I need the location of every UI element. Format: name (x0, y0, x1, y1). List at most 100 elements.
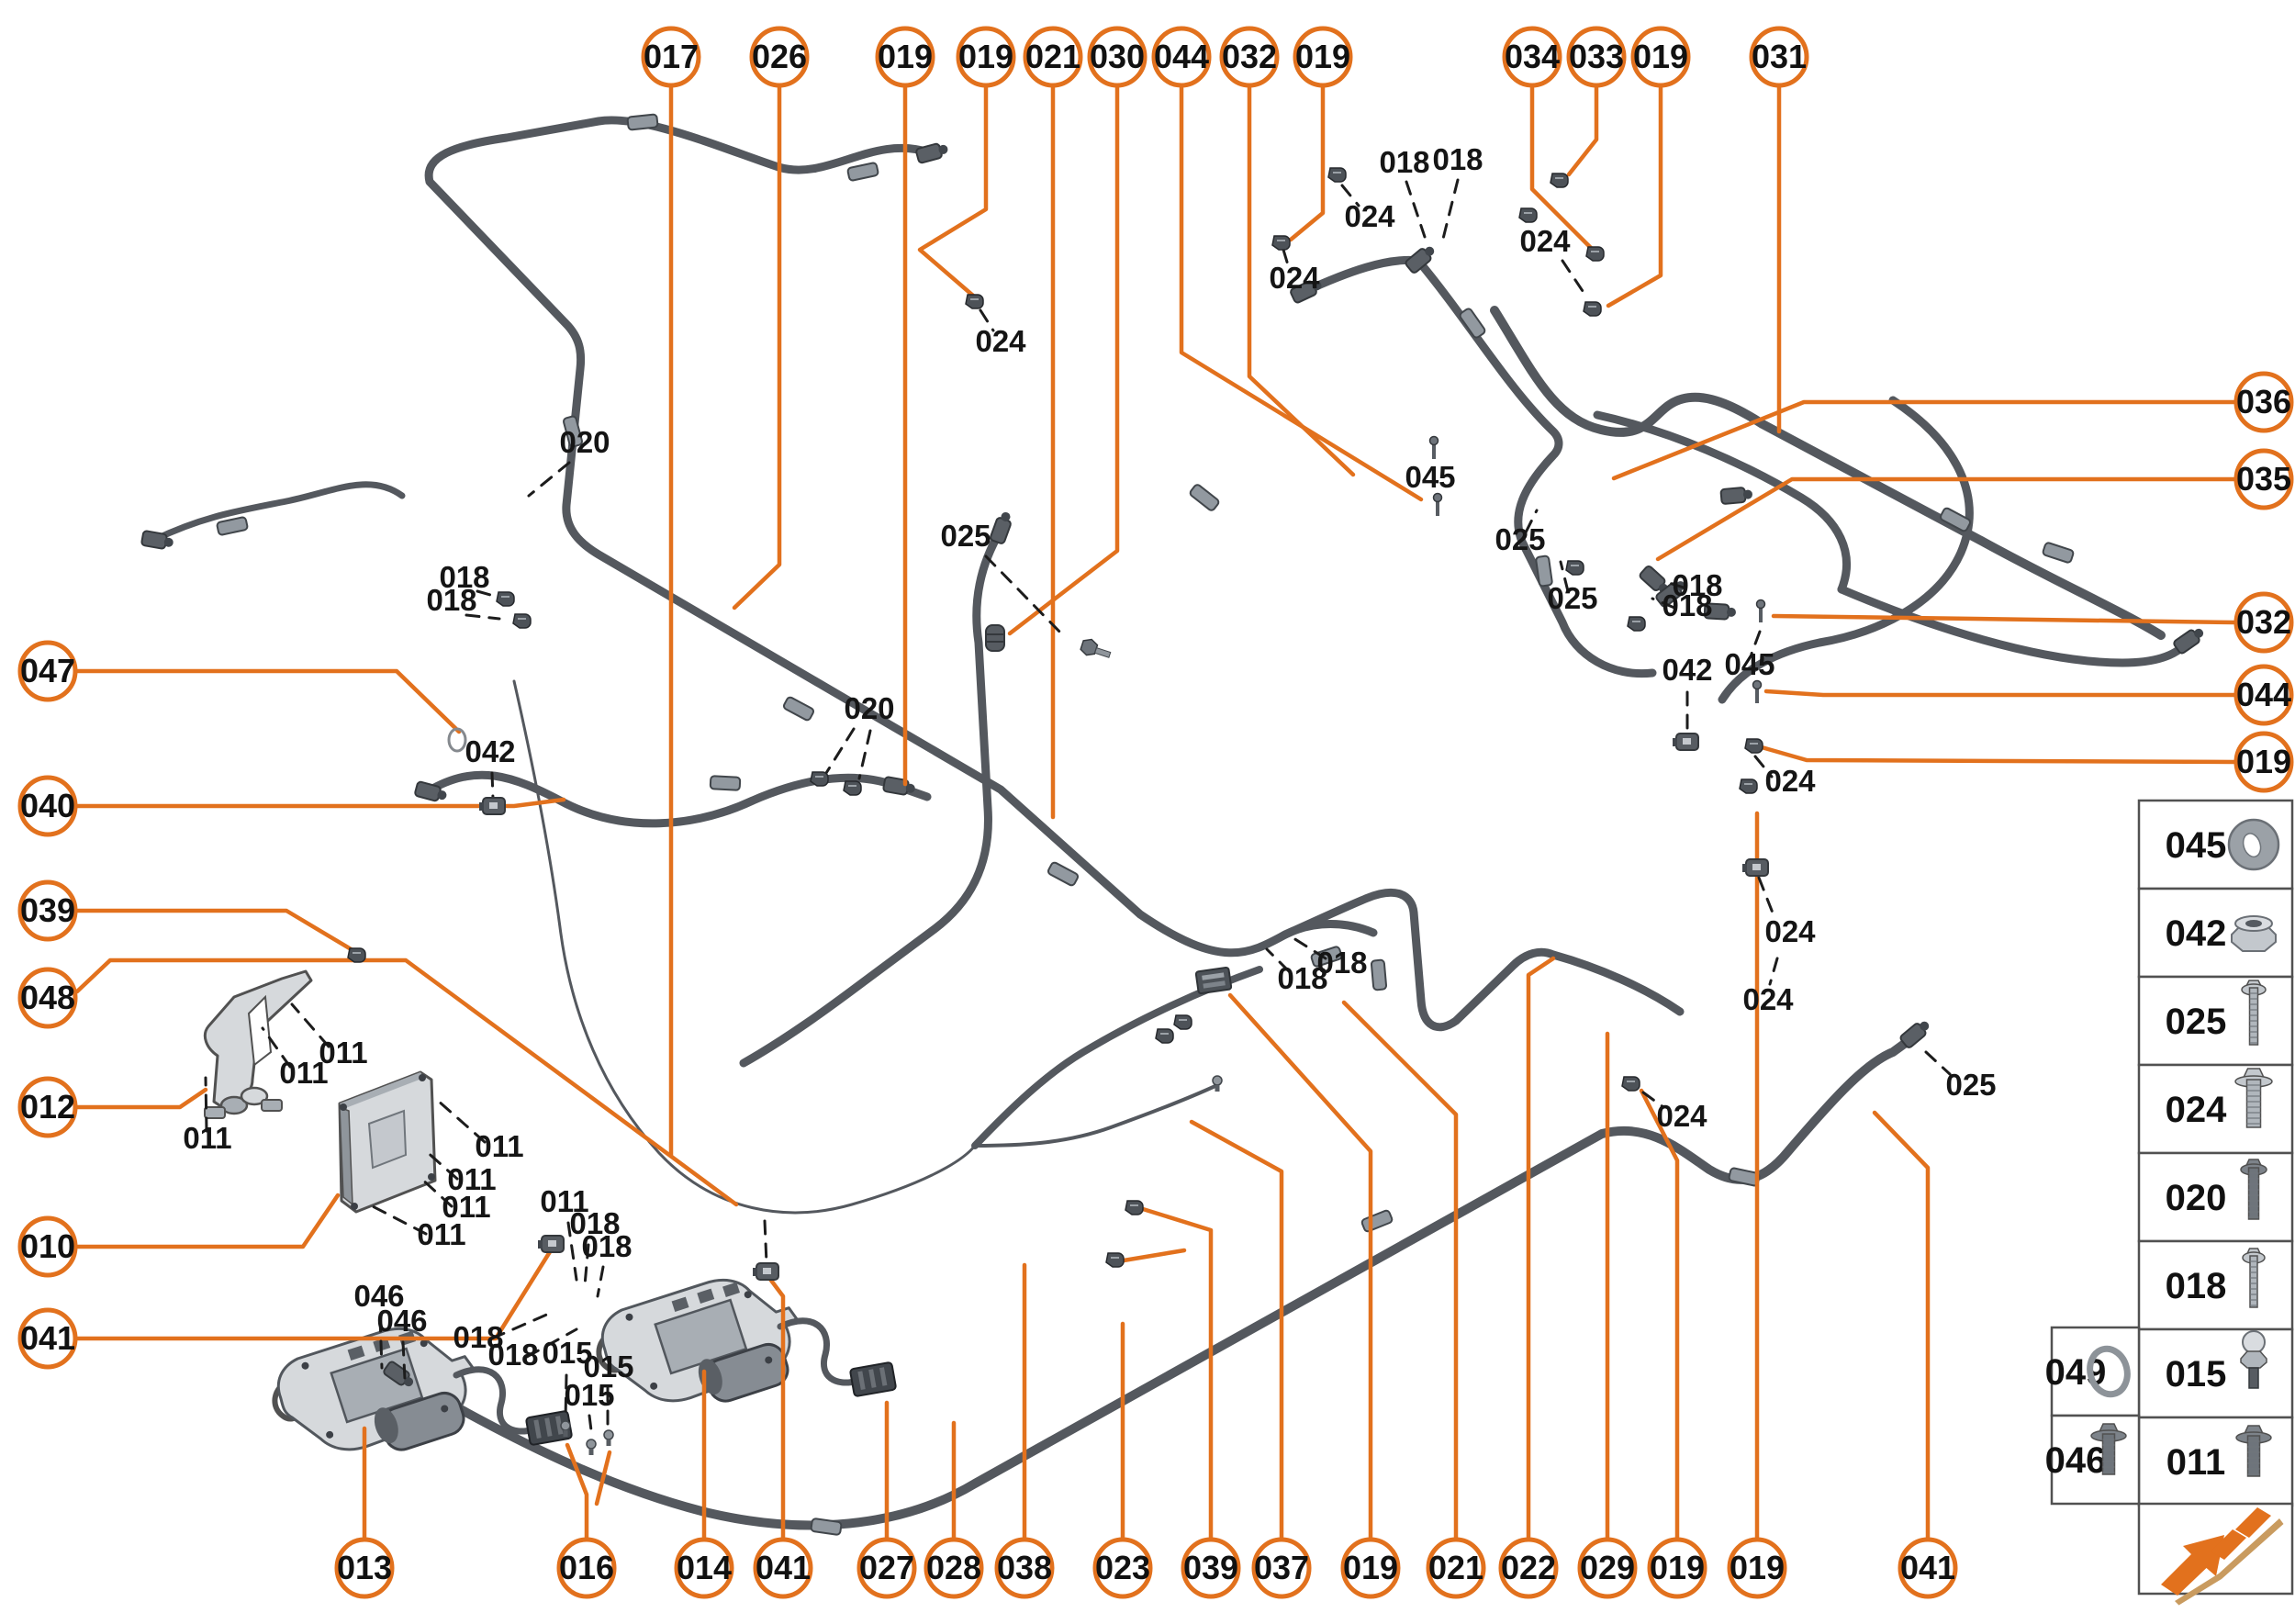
tube-clamp (753, 1262, 779, 1281)
callout-badge-048[interactable]: 048 (17, 967, 78, 1029)
callout-badge-017[interactable]: 017 (641, 26, 701, 88)
callout-number: 010 (20, 1227, 75, 1265)
callout-badge-039[interactable]: 039 (17, 879, 78, 942)
callout-badge-030[interactable]: 030 (1087, 26, 1148, 88)
tube-clip (1739, 778, 1758, 794)
part-number-label: 011 (279, 1056, 328, 1090)
flange_nut-icon (2231, 915, 2277, 952)
pointer-dash-line (378, 1316, 384, 1370)
callout-badge-041[interactable]: 041 (17, 1307, 78, 1370)
legend-row-015[interactable]: 015 (2137, 1327, 2294, 1419)
callout-badge-019[interactable]: 019 (875, 26, 935, 88)
callout-badge-041[interactable]: 041 (1898, 1537, 1958, 1599)
callout-badge-034[interactable]: 034 (1502, 26, 1562, 88)
callout-leader-line (1771, 613, 2237, 625)
pin-fastener (1752, 679, 1763, 703)
callout-badge-013[interactable]: 013 (334, 1537, 395, 1599)
callout-leader-line (1872, 1110, 1931, 1542)
callout-badge-044[interactable]: 044 (1151, 26, 1212, 88)
callout-badge-032[interactable]: 032 (2233, 591, 2294, 654)
pointer-dash-line (763, 1219, 768, 1265)
part-number-label: 024 (1656, 1099, 1707, 1133)
callout-badge-041[interactable]: 041 (753, 1537, 813, 1599)
tube-union-sleeve (1189, 484, 1220, 511)
bolt_stub-icon (2235, 1425, 2272, 1477)
callout-badge-027[interactable]: 027 (856, 1537, 917, 1599)
callout-badge-035[interactable]: 035 (2233, 448, 2294, 510)
callout-badge-031[interactable]: 031 (1749, 26, 1809, 88)
part-number-label: 011 (540, 1184, 588, 1218)
callout-leader-line (1288, 84, 1326, 242)
tube-clip (1550, 173, 1569, 188)
callout-badge-039[interactable]: 039 (1181, 1537, 1241, 1599)
callout-badge-028[interactable]: 028 (924, 1537, 984, 1599)
legend-row-042[interactable]: 042 (2137, 887, 2294, 979)
legend-row-025[interactable]: 025 (2137, 975, 2294, 1067)
tube-clip (1105, 1252, 1125, 1268)
tube-union-sleeve (810, 1518, 843, 1536)
pump-part-2 (596, 1278, 897, 1403)
callout-badge-036[interactable]: 036 (2233, 371, 2294, 433)
callout-leader-line (1606, 84, 1663, 308)
callout-badge-019[interactable]: 019 (1340, 1537, 1401, 1599)
callout-leader-line (74, 1087, 208, 1110)
pointer-dash-line (204, 1076, 208, 1133)
legend-part-number: 011 (2166, 1442, 2226, 1483)
legend-row-020[interactable]: 020 (2137, 1151, 2294, 1243)
pointer-dash-line (525, 1327, 578, 1359)
legend-row-049[interactable]: 049 (2045, 1326, 2141, 1417)
callout-leader-line (74, 1193, 341, 1249)
callout-number: 026 (752, 38, 807, 75)
callout-badge-047[interactable]: 047 (17, 640, 78, 702)
callout-leader-line (74, 958, 739, 1207)
callout-badge-033[interactable]: 033 (1566, 26, 1627, 88)
callout-badge-026[interactable]: 026 (749, 26, 810, 88)
callout-badge-029[interactable]: 029 (1577, 1537, 1638, 1599)
callout-badge-019[interactable]: 019 (1293, 26, 1353, 88)
callout-badge-040[interactable]: 040 (17, 775, 78, 837)
callout-badge-012[interactable]: 012 (17, 1076, 78, 1138)
callout-number: 019 (878, 38, 933, 75)
callout-number: 035 (2236, 460, 2291, 498)
legend-row-046[interactable]: 046 (2045, 1414, 2141, 1506)
callout-badge-023[interactable]: 023 (1092, 1537, 1153, 1599)
callout-leader-line (1529, 84, 1595, 252)
part-number-label: 018 (1432, 142, 1483, 176)
callout-badge-044[interactable]: 044 (2233, 664, 2294, 726)
next-page-arrows-icon[interactable] (2137, 1502, 2294, 1606)
callout-badge-019[interactable]: 019 (2233, 731, 2294, 793)
callout-badge-019[interactable]: 019 (956, 26, 1016, 88)
callout-badge-021[interactable]: 021 (1023, 26, 1083, 88)
tube-clamp (479, 797, 506, 815)
callout-leader-line (74, 668, 462, 734)
callout-badge-019[interactable]: 019 (1647, 1537, 1707, 1599)
callout-number: 030 (1090, 38, 1145, 75)
callout-leader-line (565, 1442, 589, 1542)
tube-end-fitting (383, 1361, 414, 1387)
bolt_flange-icon (2234, 1068, 2273, 1128)
pointer-dash-line (261, 1026, 292, 1069)
callout-number: 033 (1569, 38, 1624, 75)
callout-number: 041 (20, 1319, 75, 1357)
legend-row-045[interactable]: 045 (2137, 799, 2294, 890)
legend-row-018[interactable]: 018 (2137, 1239, 2294, 1331)
callout-badge-016[interactable]: 016 (556, 1537, 617, 1599)
callout-badge-038[interactable]: 038 (994, 1537, 1055, 1599)
part-number-label: 011 (442, 1190, 490, 1224)
callout-badge-010[interactable]: 010 (17, 1215, 78, 1278)
callout-badge-014[interactable]: 014 (674, 1537, 734, 1599)
pointer-dash-line (1768, 957, 1779, 986)
callout-badge-019[interactable]: 019 (1727, 1537, 1787, 1599)
callout-badge-019[interactable]: 019 (1630, 26, 1691, 88)
callout-badge-021[interactable]: 021 (1426, 1537, 1486, 1599)
tube-clip (843, 780, 862, 796)
callout-badge-037[interactable]: 037 (1251, 1537, 1312, 1599)
callout-number: 041 (756, 1549, 811, 1586)
bracket-part (203, 969, 313, 1119)
callout-badge-032[interactable]: 032 (1219, 26, 1280, 88)
legend-row-024[interactable]: 024 (2137, 1063, 2294, 1155)
legend-row-011[interactable]: 011 (2137, 1416, 2294, 1507)
callout-badge-022[interactable]: 022 (1498, 1537, 1559, 1599)
tube-union-sleeve (1370, 958, 1388, 991)
